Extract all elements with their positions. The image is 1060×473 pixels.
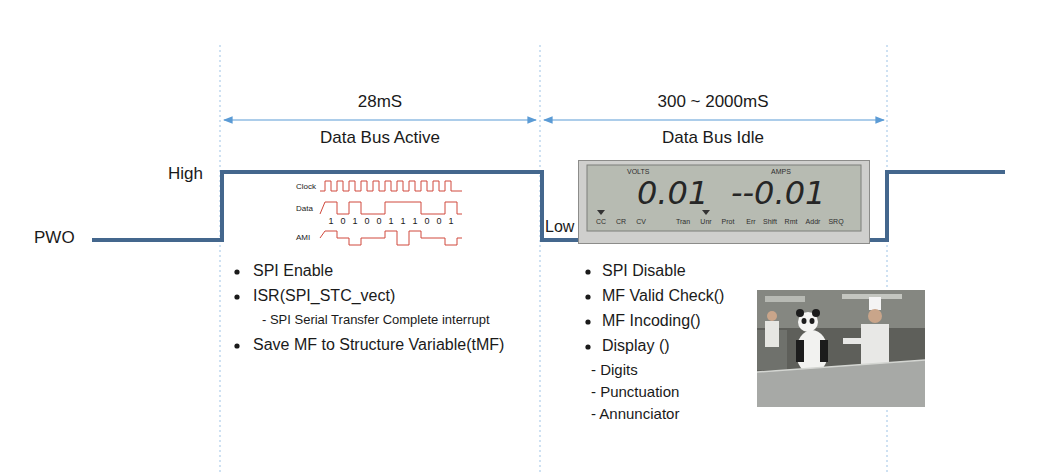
phase-dividers (220, 45, 887, 473)
chef-arm (843, 338, 863, 344)
level-label: Low (545, 218, 574, 236)
bit-value: 0 (376, 216, 381, 226)
annunciator-label: Shift (763, 218, 777, 225)
step-note: - Digits (591, 361, 638, 378)
spi-trace (320, 202, 462, 214)
spi-trace (320, 231, 462, 245)
bit-value: 0 (340, 216, 345, 226)
step-text: SPI Disable (602, 262, 686, 280)
trace-name: Data (296, 204, 313, 213)
level-label: High (168, 164, 203, 184)
dimension-arrows (224, 120, 884, 121)
step-note: - Annunciator (591, 405, 679, 422)
step-text: SPI Enable (253, 262, 333, 280)
annunciator-label: Addr (806, 218, 821, 225)
bullet-dot (234, 343, 239, 348)
annunciator-marker (702, 210, 710, 215)
bullet-dot (234, 294, 239, 299)
duration-label: 28mS (358, 92, 402, 112)
steel-table (757, 360, 925, 407)
bit-value: 1 (448, 216, 453, 226)
bullet-dot (585, 269, 590, 274)
step-text: ISR(SPI_STC_vect) (253, 287, 395, 305)
photo-person (767, 311, 777, 321)
panda-eye (802, 318, 807, 324)
spi-waveforms (320, 181, 462, 245)
bit-value: 1 (400, 216, 405, 226)
annunciator-label: Tran (676, 218, 690, 225)
duration-label: 300 ~ 2000mS (657, 92, 768, 112)
divider-line (220, 45, 221, 473)
step-note: - Punctuation (591, 383, 679, 400)
bit-value: 1 (388, 216, 393, 226)
chef-head (868, 309, 882, 323)
step-text: Save MF to Structure Variable(tMF) (253, 336, 504, 354)
trace-name: Clock (296, 182, 316, 191)
step-text: MF Incoding() (602, 312, 701, 330)
lcd-display: VOLTS AMPS 0.01 --0.01CC CR CV Tran Unr Prot Err S… (578, 160, 870, 244)
bit-value: 0 (364, 216, 369, 226)
bit-value: 0 (424, 216, 429, 226)
annunciator-label: Err (746, 218, 755, 225)
signal-name: PWO (34, 228, 75, 248)
lcd-digits: 0.01 (637, 177, 708, 209)
step-note: - SPI Serial Transfer Complete interrupt (262, 313, 490, 328)
bit-value: 1 (328, 216, 333, 226)
photo-wall (757, 290, 925, 328)
panda-ear (812, 309, 820, 317)
bit-value: 1 (412, 216, 417, 226)
photo-shelf (765, 296, 805, 302)
table-edge (757, 360, 925, 372)
annunciator-label: CR (616, 218, 626, 225)
bit-value: 1 (352, 216, 357, 226)
phase-label: Data Bus Idle (662, 128, 764, 148)
phase-label: Data Bus Active (320, 128, 440, 148)
photo-person (765, 321, 779, 347)
step-text: MF Valid Check() (602, 287, 724, 305)
step-text: Display () (602, 337, 670, 355)
bullet-dot (234, 269, 239, 274)
annunciator-label: CC (596, 218, 606, 225)
divider-line (887, 45, 888, 473)
lcd-caption: AMPS (771, 168, 791, 175)
lcd-face (579, 161, 869, 243)
dimension-arrow (224, 119, 536, 120)
trace-name: AMI (296, 233, 310, 242)
panda-ear (796, 309, 804, 317)
bullet-dot (585, 294, 590, 299)
annunciator-label: Unr (700, 218, 711, 225)
bullet-dot (585, 344, 590, 349)
spi-trace (320, 181, 462, 191)
annunciator-label: Rmt (785, 218, 798, 225)
panda-arm (796, 340, 804, 362)
bullet-dot (585, 319, 590, 324)
lcd-caption: VOLTS (627, 168, 649, 175)
annunciator-label: CV (636, 218, 646, 225)
chef-hat (869, 297, 881, 310)
divider-line (540, 45, 541, 473)
annunciator-label: Prot (722, 218, 735, 225)
kitchen-photo (757, 290, 925, 407)
panda-arm (820, 340, 828, 362)
annunciator-label: SRQ (828, 218, 843, 225)
annunciator-marker (597, 210, 605, 215)
panda-eye (810, 318, 815, 324)
lcd-glass (587, 165, 861, 231)
dimension-arrow (544, 119, 884, 120)
lcd-digits: --0.01 (731, 177, 825, 209)
photo-ground (757, 290, 925, 407)
bit-value: 0 (436, 216, 441, 226)
